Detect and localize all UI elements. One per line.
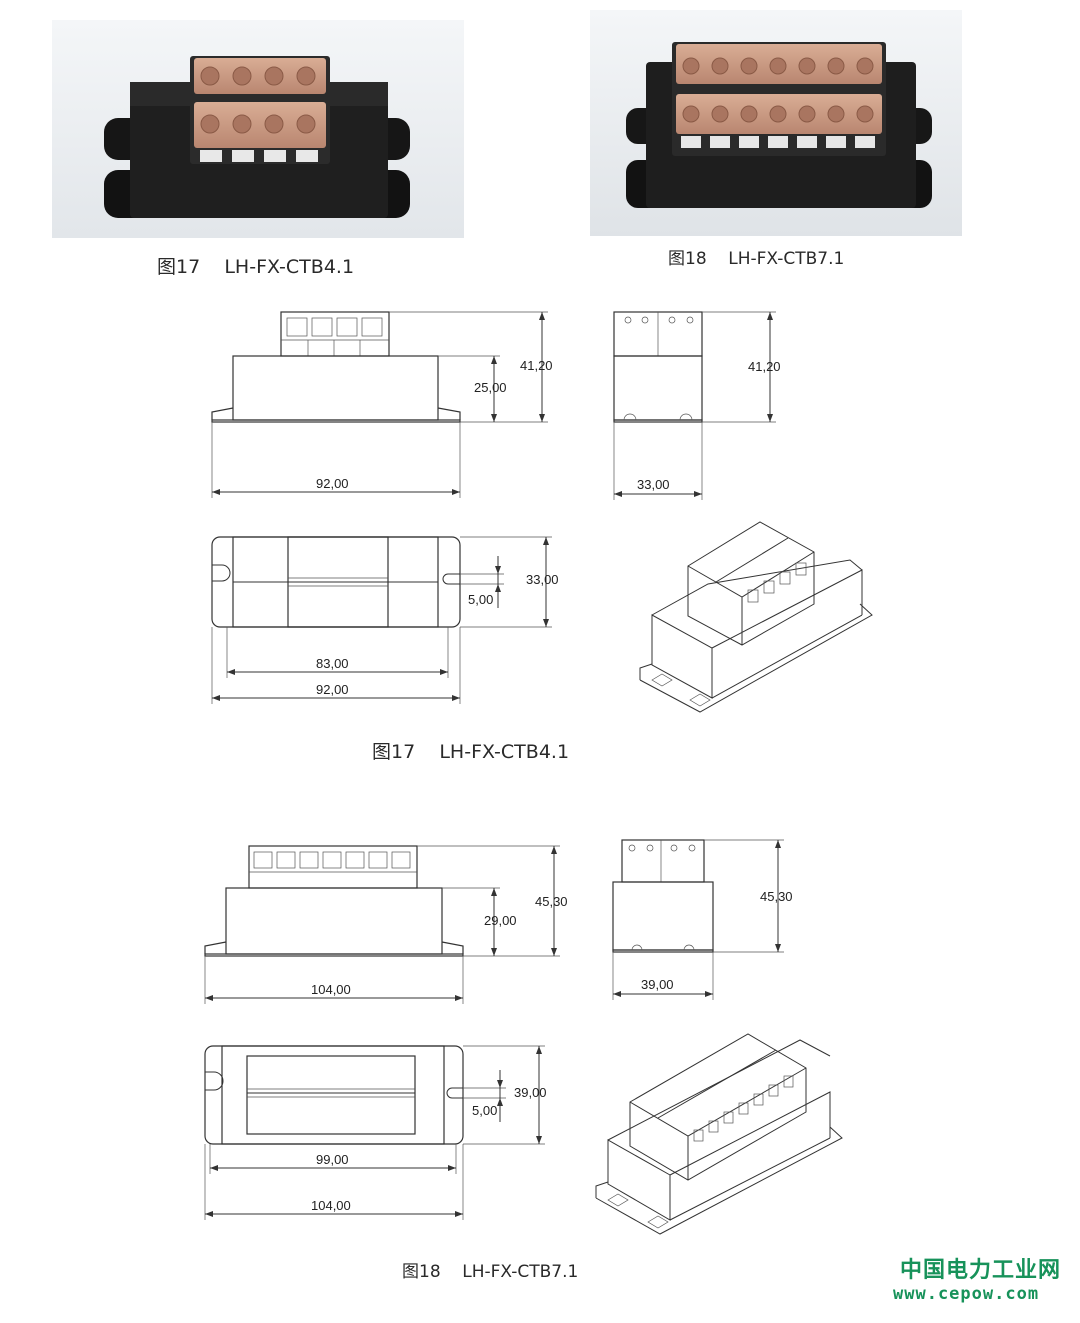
ctb7-front-body-height: 29,00 <box>484 913 517 928</box>
ctb4-front-width: 92,00 <box>316 476 349 491</box>
ctb7-top-inner-width: 99,00 <box>316 1152 349 1167</box>
photo-ctb7 <box>590 10 962 236</box>
ctb7-top-depth: 39,00 <box>514 1085 547 1100</box>
ctb7-top-view <box>204 1045 545 1220</box>
ctb4-front-body-height: 25,00 <box>474 380 507 395</box>
watermark-site-url[interactable]: www.cepow.com <box>893 1284 1040 1304</box>
ctb4-top-view <box>211 536 552 704</box>
caption-drawing-ctb7: 图18 LH-FX-CTB7.1 <box>402 1262 579 1282</box>
photo-ctb4 <box>52 20 464 238</box>
ctb4-side-view <box>613 311 776 500</box>
watermark-site-name: 中国电力工业网 <box>900 1258 1062 1283</box>
ctb4-top-depth: 33,00 <box>526 572 559 587</box>
ctb4-side-width: 33,00 <box>637 477 670 492</box>
ctb7-side-width: 39,00 <box>641 977 674 992</box>
ctb7-side-total-height: 45,30 <box>760 889 793 904</box>
ctb7-top-slot: 5,00 <box>472 1103 497 1118</box>
caption-drawing-ctb4: 图17 LH-FX-CTB4.1 <box>372 741 570 763</box>
ctb4-top-slot: 5,00 <box>468 592 493 607</box>
ctb7-front-view <box>204 845 560 1004</box>
caption-photo-ctb4: 图17 LH-FX-CTB4.1 <box>157 256 355 278</box>
caption-photo-ctb7: 图18 LH-FX-CTB7.1 <box>668 249 845 269</box>
ctb4-side-total-height: 41,20 <box>748 359 781 374</box>
ctb7-isometric-view <box>595 1033 843 1235</box>
ctb4-front-total-height: 41,20 <box>520 358 553 373</box>
ctb7-top-width: 104,00 <box>311 1198 351 1213</box>
ctb4-top-width: 92,00 <box>316 682 349 697</box>
ctb4-top-inner-width: 83,00 <box>316 656 349 671</box>
ctb7-front-total-height: 45,30 <box>535 894 568 909</box>
ctb7-side-view <box>612 839 784 1000</box>
ctb4-isometric-view <box>639 521 873 713</box>
ctb4-front-view <box>211 311 548 498</box>
ctb7-front-width: 104,00 <box>311 982 351 997</box>
